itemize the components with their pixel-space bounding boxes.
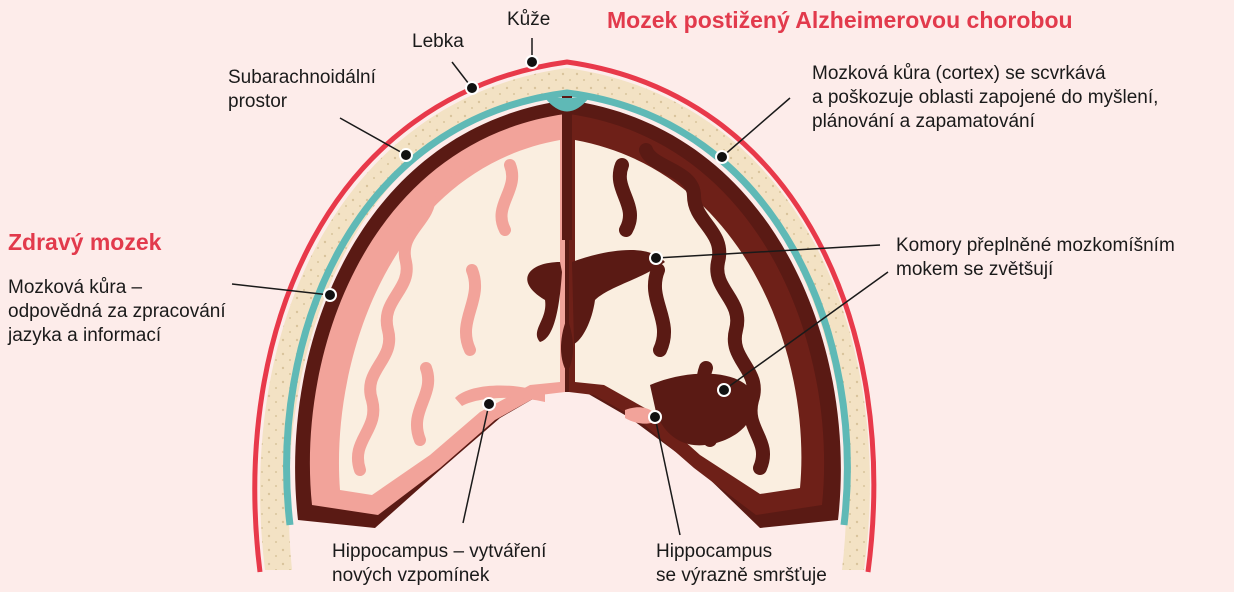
label-hippocampus-shrinks-line-1: Hippocampus (656, 540, 827, 564)
dot-hippocampus-healthy (483, 398, 495, 410)
dot-ventricles (650, 252, 662, 264)
dot-skull (466, 82, 478, 94)
label-cortex-shrinks-line-2: a poškozuje oblasti zapojené do myšlení, (812, 86, 1158, 110)
dot-ventricle-horn (718, 384, 730, 396)
healthy-title: Zdravý mozek (8, 228, 161, 256)
label-hippocampus-shrinks-line-2: se výrazně smršťuje (656, 564, 827, 588)
dot-hippocampus-shrinks (649, 411, 661, 423)
label-cortex-shrinks: Mozková kůra (cortex) se scvrkává a pošk… (812, 62, 1158, 134)
label-skull: Lebka (412, 30, 464, 54)
label-hippocampus-healthy: Hippocampus – vytváření nových vzpomínek (332, 540, 546, 588)
label-cortex-healthy: Mozková kůra – odpovědná za zpracování j… (8, 276, 226, 348)
label-skin: Kůže (507, 8, 550, 32)
label-ventricles-line-1: Komory přeplněné mozkomíšním (896, 234, 1175, 258)
alzheimer-title: Mozek postižený Alzheimerovou chorobou (607, 6, 1073, 34)
label-subarachnoid-line-2: prostor (228, 90, 376, 114)
label-subarachnoid-line-1: Subarachnoidální (228, 66, 376, 90)
label-subarachnoid: Subarachnoidální prostor (228, 66, 376, 114)
label-cortex-shrinks-line-3: plánování a zapamatování (812, 110, 1158, 134)
label-ventricles: Komory přeplněné mozkomíšním mokem se zv… (896, 234, 1175, 282)
label-hippocampus-shrinks: Hippocampus se výrazně smršťuje (656, 540, 827, 588)
dot-cortex-shrinks (716, 151, 728, 163)
dot-subarachnoid (400, 149, 412, 161)
label-cortex-healthy-line-1: Mozková kůra – (8, 276, 226, 300)
label-ventricles-line-2: mokem se zvětšují (896, 258, 1175, 282)
label-cortex-healthy-line-2: odpovědná za zpracování (8, 300, 226, 324)
leader-cortex-shrinks (722, 98, 790, 157)
label-cortex-shrinks-line-1: Mozková kůra (cortex) se scvrkává (812, 62, 1158, 86)
dot-cortex-healthy (324, 289, 336, 301)
label-hippocampus-healthy-line-1: Hippocampus – vytváření (332, 540, 546, 564)
dot-skin (526, 56, 538, 68)
label-hippocampus-healthy-line-2: nových vzpomínek (332, 564, 546, 588)
label-cortex-healthy-line-3: jazyka a informací (8, 324, 226, 348)
